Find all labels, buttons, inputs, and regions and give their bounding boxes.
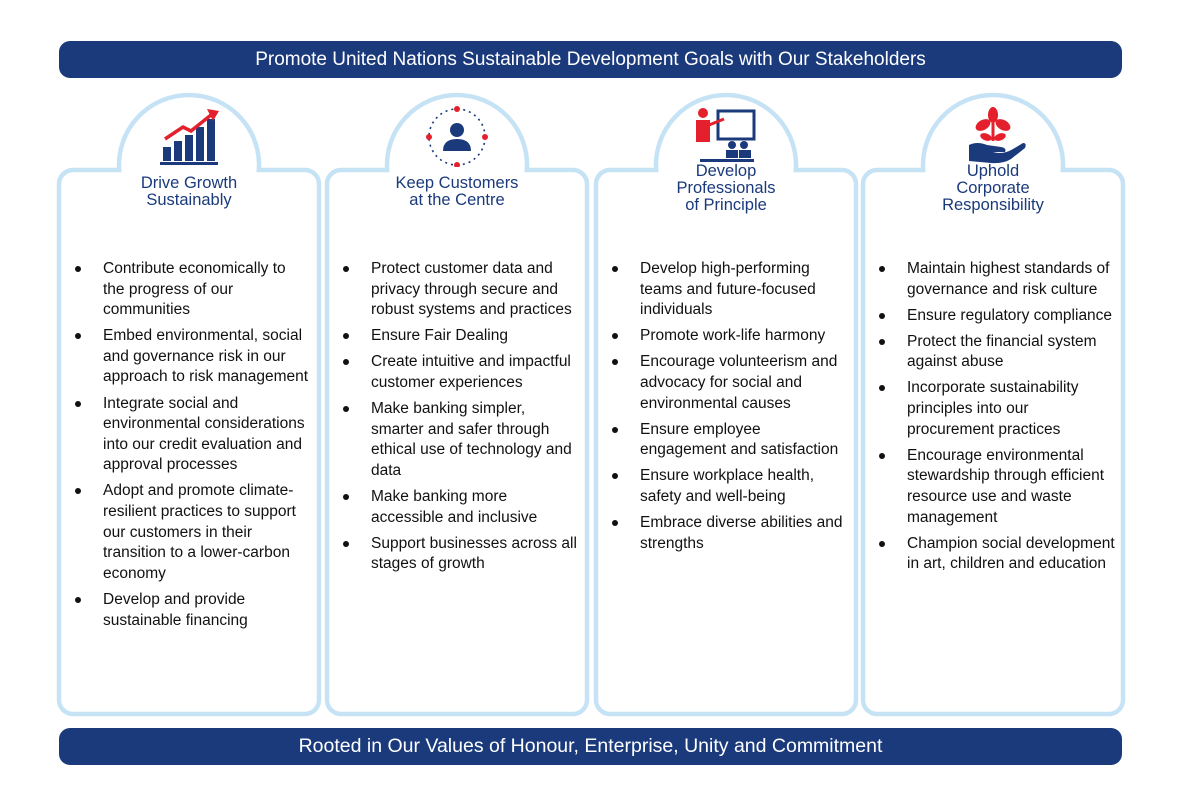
bullet-icon bbox=[879, 338, 885, 345]
bullet-icon bbox=[879, 266, 885, 272]
bullet-icon bbox=[343, 359, 349, 366]
customer-centre-icon bbox=[407, 103, 507, 168]
bullet-icon bbox=[343, 406, 349, 413]
list-item: Ensure Fair Dealing bbox=[341, 326, 579, 347]
list-item-text: Protect customer data and privacy throug… bbox=[371, 260, 572, 319]
list-item: Create intuitive and impactful customer … bbox=[341, 352, 579, 393]
bullet-icon bbox=[879, 452, 885, 459]
list-item: Maintain highest standards of governance… bbox=[877, 259, 1115, 300]
list-item: Ensure workplace health, safety and well… bbox=[610, 466, 848, 507]
list-item: Champion social development in art, chil… bbox=[877, 534, 1115, 575]
bullet-icon bbox=[879, 385, 885, 392]
bullet-icon bbox=[75, 488, 81, 495]
list-item-text: Develop and provide sustainable financin… bbox=[103, 590, 248, 629]
bullet-icon bbox=[879, 540, 885, 547]
list-item-text: Develop high-performing teams and future… bbox=[640, 260, 816, 319]
list-item-text: Ensure workplace health, safety and well… bbox=[640, 467, 815, 505]
pillar-title-line: Professionals bbox=[676, 179, 776, 197]
list-item: Embrace diverse abilities and strengths bbox=[610, 513, 848, 554]
list-item-text: Ensure Fair Dealing bbox=[371, 327, 508, 345]
bullet-icon bbox=[612, 520, 618, 527]
list-item: Encourage volunteerism and advocacy for … bbox=[610, 352, 848, 414]
list-item: Support businesses across all stages of … bbox=[341, 534, 579, 575]
list-item: Make banking simpler, smarter and safer … bbox=[341, 399, 579, 481]
list-item: Develop high-performing teams and future… bbox=[610, 259, 848, 321]
list-item-text: Embed environmental, social and governan… bbox=[103, 327, 309, 386]
list-item-text: Create intuitive and impactful customer … bbox=[371, 353, 571, 391]
list-item-text: Encourage volunteerism and advocacy for … bbox=[640, 353, 838, 412]
list-item-text: Maintain highest standards of governance… bbox=[907, 260, 1110, 298]
bullet-icon bbox=[343, 493, 349, 500]
list-item: Make banking more accessible and inclusi… bbox=[341, 487, 579, 528]
pillar-title-line: of Principle bbox=[685, 196, 767, 214]
card-outline bbox=[593, 92, 859, 717]
pillar-list: Develop high-performing teams and future… bbox=[610, 259, 848, 560]
list-item: Protect the financial system against abu… bbox=[877, 332, 1115, 373]
list-item-text: Champion social development in art, chil… bbox=[907, 534, 1115, 573]
card-outline bbox=[324, 92, 590, 717]
card-outline bbox=[56, 92, 322, 717]
list-item: Protect customer data and privacy throug… bbox=[341, 259, 579, 321]
pillar-title-line: Keep Customers bbox=[395, 174, 519, 192]
bullet-icon bbox=[75, 266, 81, 272]
bullet-icon bbox=[343, 266, 349, 272]
list-item-text: Protect the financial system against abu… bbox=[907, 332, 1097, 371]
list-item-text: Integrate social and environmental consi… bbox=[103, 394, 305, 474]
pillar-title-line: Sustainably bbox=[146, 191, 232, 209]
list-item: Ensure regulatory compliance bbox=[877, 306, 1115, 327]
list-item: Encourage environmental stewardship thro… bbox=[877, 446, 1115, 528]
list-item-text: Incorporate sustainability principles in… bbox=[907, 379, 1079, 438]
list-item: Incorporate sustainability principles in… bbox=[877, 378, 1115, 440]
list-item: Contribute economically to the progress … bbox=[73, 259, 311, 321]
pillar-list: Contribute economically to the progress … bbox=[73, 259, 311, 637]
bullet-icon bbox=[75, 333, 81, 340]
list-item-text: Contribute economically to the progress … bbox=[103, 260, 286, 319]
header-title: Promote United Nations Sustainable Devel… bbox=[255, 49, 926, 70]
bullet-icon bbox=[612, 359, 618, 366]
header-banner: Promote United Nations Sustainable Devel… bbox=[59, 41, 1122, 78]
list-item: Embed environmental, social and governan… bbox=[73, 326, 311, 388]
list-item-text: Make banking more accessible and inclusi… bbox=[371, 487, 538, 526]
footer-banner: Rooted in Our Values of Honour, Enterpri… bbox=[59, 728, 1122, 765]
pillar-list: Protect customer data and privacy throug… bbox=[341, 259, 579, 580]
bullet-icon bbox=[612, 473, 618, 480]
list-item: Adopt and promote climate-resilient prac… bbox=[73, 481, 311, 584]
bullet-icon bbox=[343, 333, 349, 340]
list-item-text: Support businesses across all stages of … bbox=[371, 534, 577, 573]
list-item: Develop and provide sustainable financin… bbox=[73, 590, 311, 631]
list-item-text: Adopt and promote climate-resilient prac… bbox=[103, 482, 296, 582]
list-item: Ensure employee engagement and satisfact… bbox=[610, 420, 848, 461]
card-outline bbox=[860, 92, 1126, 717]
pillar-list: Maintain highest standards of governance… bbox=[877, 259, 1115, 580]
pillar-title-line: Drive Growth bbox=[140, 174, 238, 192]
list-item-text: Encourage environmental stewardship thro… bbox=[907, 446, 1105, 526]
list-item: Promote work-life harmony bbox=[610, 326, 848, 347]
list-item-text: Promote work-life harmony bbox=[640, 327, 826, 345]
list-item-text: Embrace diverse abilities and strengths bbox=[640, 514, 843, 552]
list-item-text: Ensure employee engagement and satisfact… bbox=[640, 420, 839, 459]
bullet-icon bbox=[879, 312, 885, 319]
pillar-title-line: Uphold bbox=[966, 162, 1020, 180]
bullet-icon bbox=[612, 426, 618, 433]
pillar-title-line: at the Centre bbox=[409, 191, 505, 209]
list-item-text: Ensure regulatory compliance bbox=[907, 306, 1113, 324]
footer-title: Rooted in Our Values of Honour, Enterpri… bbox=[298, 735, 883, 757]
bullet-icon bbox=[75, 596, 81, 603]
bullet-icon bbox=[612, 333, 618, 340]
list-item: Integrate social and environmental consi… bbox=[73, 394, 311, 476]
bullet-icon bbox=[75, 400, 81, 407]
list-item-text: Make banking simpler, smarter and safer … bbox=[371, 400, 572, 479]
presentation-icon bbox=[676, 103, 776, 167]
growth-chart-icon bbox=[139, 103, 239, 167]
bullet-icon bbox=[612, 266, 618, 272]
hand-plant-icon bbox=[943, 103, 1043, 167]
bullet-icon bbox=[343, 540, 349, 547]
pillar-title-line: Develop bbox=[695, 162, 757, 180]
pillar-title-line: Responsibility bbox=[942, 196, 1044, 214]
pillar-title-line: Corporate bbox=[956, 179, 1030, 197]
